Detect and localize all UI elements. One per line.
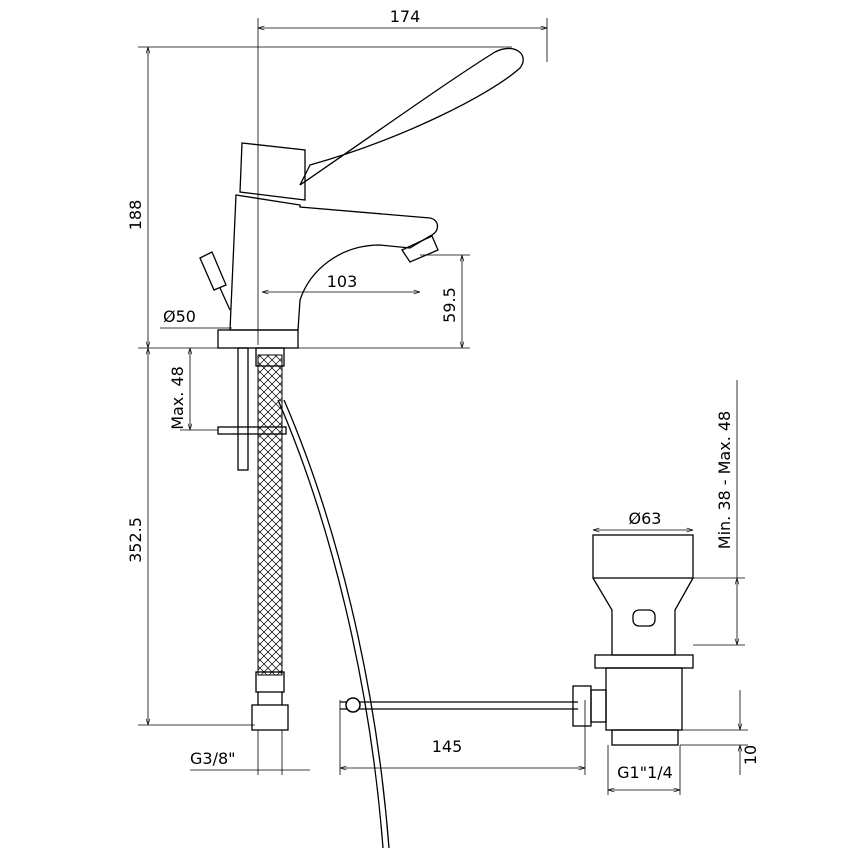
dim-g3-8: G3/8" xyxy=(190,749,236,768)
drain-valve xyxy=(592,534,694,746)
dim-g1-1-4: G1"1/4 xyxy=(617,763,673,782)
dim-188: 188 xyxy=(126,200,145,231)
dim-10: 10 xyxy=(741,745,760,765)
dim-min-38-max-48: Min. 38 - Max. 48 xyxy=(715,411,734,549)
pop-up-rod xyxy=(340,685,607,727)
dim-145: 145 xyxy=(432,737,463,756)
faucet-body xyxy=(199,47,524,349)
dim-103: 103 xyxy=(327,272,358,291)
dimension-labels: 174 188 103 59.5 Ø50 Max. 48 352.5 G3/8"… xyxy=(126,7,760,782)
dim-max-48: Max. 48 xyxy=(168,366,187,430)
extension-lines xyxy=(138,18,748,795)
dim-174: 174 xyxy=(390,7,421,26)
dim-352-5: 352.5 xyxy=(126,517,145,563)
supply-hose xyxy=(217,347,390,849)
dim-59-5: 59.5 xyxy=(440,287,459,323)
dim-diameter-63: Ø63 xyxy=(629,509,662,528)
dim-diameter-50: Ø50 xyxy=(163,307,196,326)
dimension-lines xyxy=(148,28,740,790)
